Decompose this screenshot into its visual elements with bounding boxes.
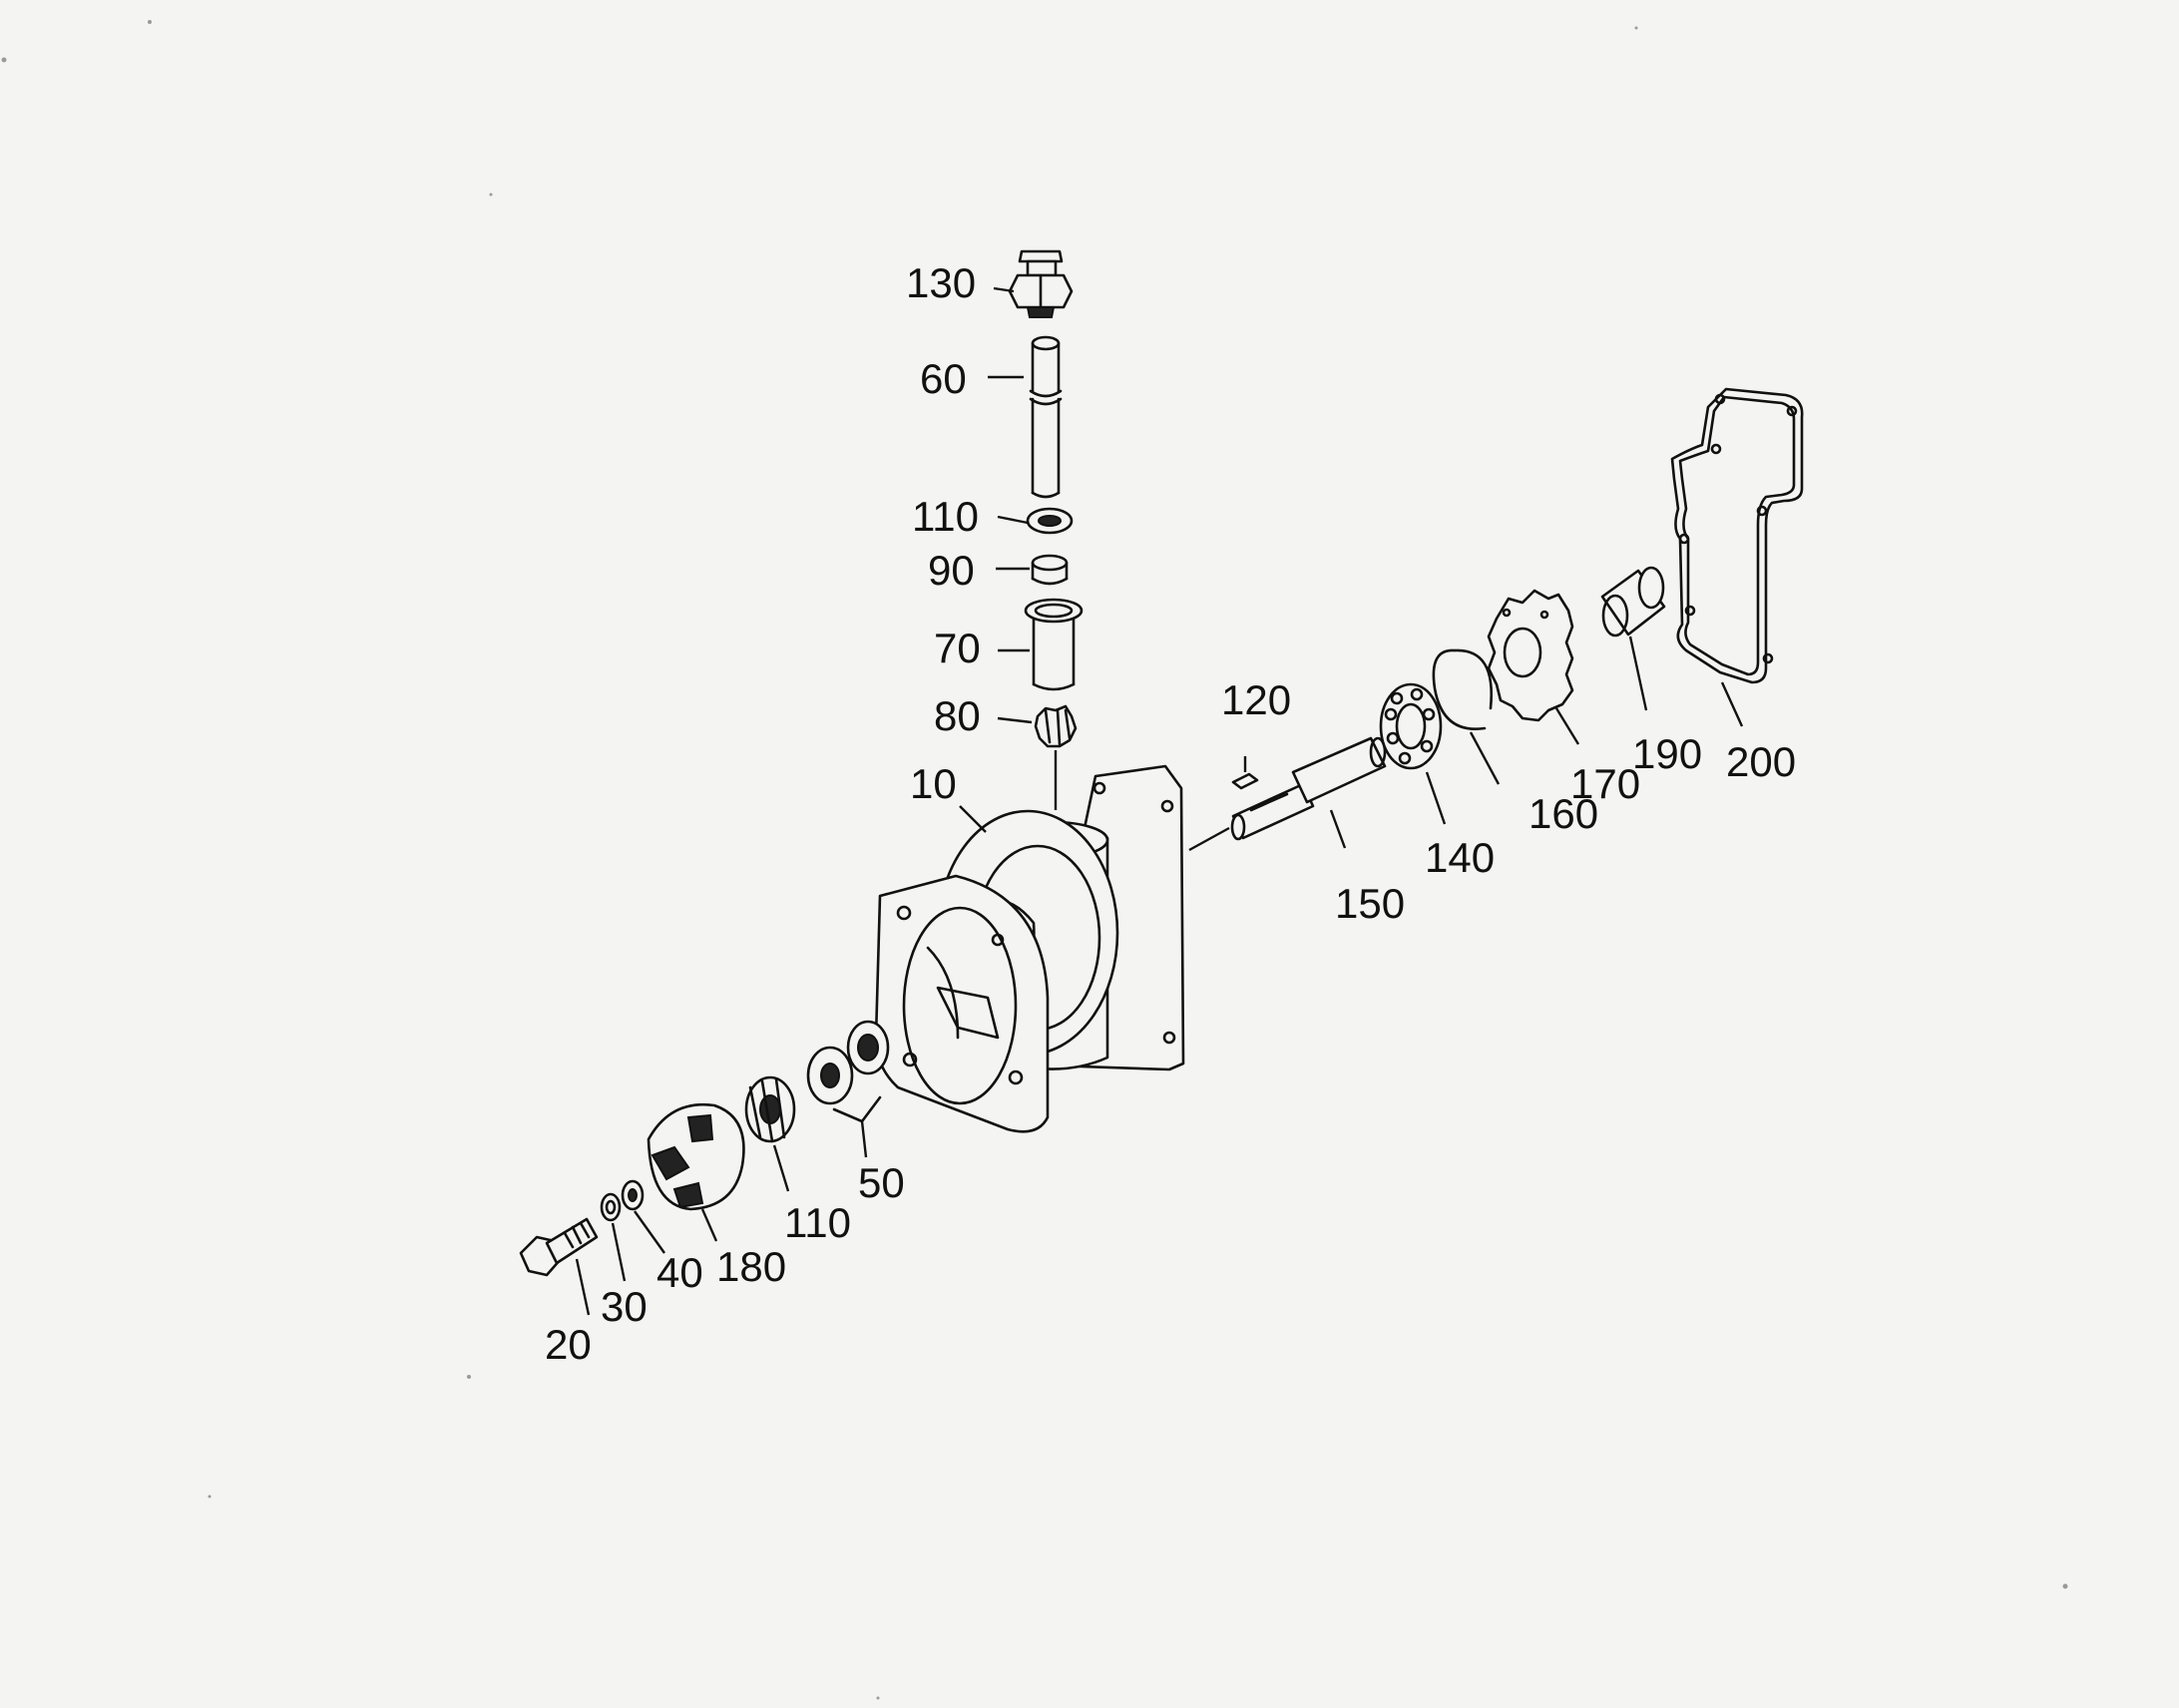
label-100: 110 xyxy=(912,493,979,540)
label-170: 170 xyxy=(1570,760,1640,807)
part-140-ball-bearing xyxy=(1379,682,1443,770)
part-160-snap-ring xyxy=(1432,648,1494,730)
label-130: 130 xyxy=(906,259,976,306)
part-40-washer xyxy=(621,1179,645,1211)
part-30-washer xyxy=(600,1192,622,1222)
label-50: 50 xyxy=(858,1159,905,1206)
part-130-plug xyxy=(1008,249,1074,318)
label-70: 70 xyxy=(934,625,981,671)
part-120-key xyxy=(1231,772,1259,790)
label-180: 180 xyxy=(716,1243,786,1290)
part-200-gasket xyxy=(1670,387,1804,684)
leader-lines xyxy=(575,286,1744,1316)
part-100-seal xyxy=(1026,507,1074,535)
part-170-gear xyxy=(1487,589,1574,722)
label-150: 150 xyxy=(1335,880,1405,927)
label-140: 140 xyxy=(1425,834,1495,881)
part-180-coupling xyxy=(647,1102,745,1211)
part-20-bolt xyxy=(519,1217,599,1277)
label-200: 200 xyxy=(1726,738,1796,785)
part-60-tube xyxy=(1029,335,1063,499)
label-90: 90 xyxy=(928,547,975,594)
part-110-needle-bearing xyxy=(744,1075,796,1143)
label-30: 30 xyxy=(601,1283,648,1330)
part-labels: 130 60 110 90 70 80 10 120 150 140 160 1… xyxy=(545,259,1796,1368)
label-110: 110 xyxy=(784,1199,851,1246)
part-10-housing xyxy=(874,764,1185,1133)
part-50-bearings xyxy=(806,1020,890,1123)
part-190-sleeve xyxy=(1600,566,1666,638)
part-90-bush xyxy=(1031,554,1069,586)
label-40: 40 xyxy=(656,1249,703,1296)
label-120: 120 xyxy=(1221,676,1291,723)
label-20: 20 xyxy=(545,1321,592,1368)
part-150-shaft xyxy=(1230,736,1387,841)
label-60: 60 xyxy=(920,355,967,402)
part-80-pinion xyxy=(1034,704,1078,748)
label-190: 190 xyxy=(1632,730,1702,777)
label-10: 10 xyxy=(910,760,957,807)
label-80: 80 xyxy=(934,692,981,739)
part-70-sleeve xyxy=(1024,598,1084,691)
label-160: 160 xyxy=(1528,790,1598,837)
scan-specks xyxy=(1,20,2068,1700)
